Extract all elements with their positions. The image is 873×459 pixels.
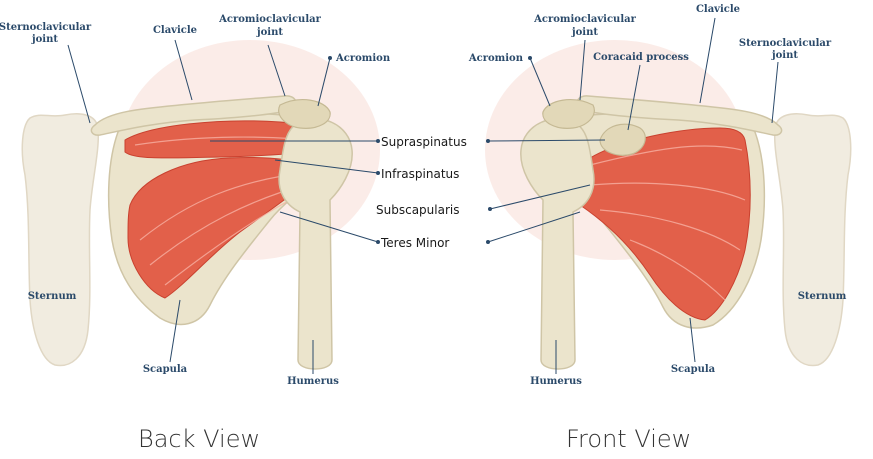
dot-supra-right [486,139,490,143]
caption-back-view: Back View [138,425,260,453]
leader-sternoclavicular-right [772,62,778,123]
label-sternoclavicular-right-1: Sternoclavicular [739,38,832,49]
label-clavicle-left: Clavicle [153,25,197,36]
dot-teres-right [486,240,490,244]
label-sternoclavicular-left-1: Sternoclavicular [0,22,92,33]
dot-subscap [488,207,492,211]
label-acromioclavicular-left-1: Acromioclavicular [218,14,321,25]
label-scapula-left: Scapula [143,364,188,375]
label-acromioclavicular-left-2: joint [256,27,283,38]
label-acromioclavicular-right-1: Acromioclavicular [533,14,636,25]
label-humerus-left: Humerus [287,376,339,387]
label-humerus-right: Humerus [530,376,582,387]
label-clavicle-right: Clavicle [696,4,740,15]
label-scapula-right: Scapula [671,364,716,375]
caption-front-view: Front View [566,425,691,453]
label-acromion-right: Acromion [468,53,524,64]
label-sternoclavicular-left-2: joint [31,34,58,45]
sternum-left-shape [22,114,98,366]
sternum-right-shape [775,114,851,366]
label-supraspinatus: Supraspinatus [381,135,467,149]
label-subscapularis: Subscapularis [376,203,459,217]
dot-supra [376,139,380,143]
dot-infra [376,171,380,175]
label-acromion-left: Acromion [335,53,391,64]
label-sternoclavicular-right-2: joint [771,50,798,61]
label-infraspinatus: Infraspinatus [381,167,459,181]
back-view-illustration [22,96,352,369]
label-acromioclavicular-right-2: joint [571,27,598,38]
label-coracoid: Coracaid process [593,52,689,63]
dot-teres [376,240,380,244]
label-sternum-right: Sternum [798,291,847,302]
front-view-illustration [521,96,851,369]
label-teres-minor: Teres Minor [380,236,449,250]
muscle-labels: Supraspinatus Infraspinatus Subscapulari… [376,135,467,250]
leader-sternoclavicular-left [68,45,90,123]
dot-acromion-left [328,56,332,60]
dot-acromion-right [528,56,532,60]
label-sternum-left: Sternum [28,291,77,302]
